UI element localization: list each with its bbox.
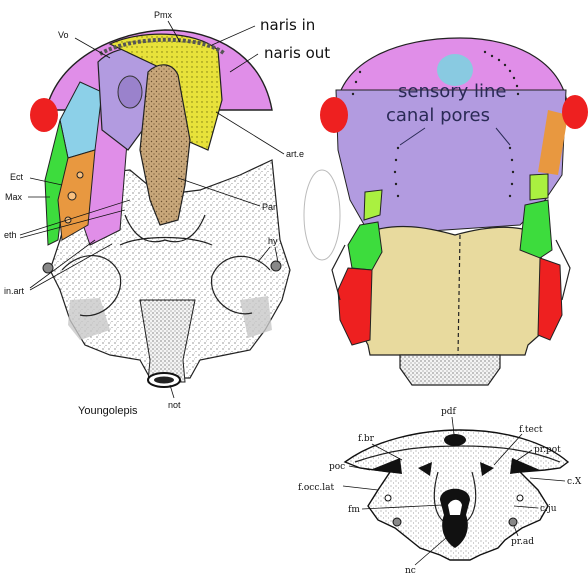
- red-lower-right: [537, 257, 563, 341]
- sensory-annotation: sensory line canal pores: [386, 81, 511, 146]
- label-pmx: Pmx: [154, 10, 173, 20]
- label-pr-ad: pr.ad: [511, 537, 534, 547]
- label-vo: Vo: [58, 30, 69, 40]
- posterior-shield-khaki: [359, 225, 546, 356]
- naris-annotations: naris in naris out: [211, 16, 330, 73]
- label-pr-pot: pr.pot: [534, 445, 561, 455]
- naris-in-label: naris in: [260, 16, 315, 34]
- label-eth: eth: [4, 230, 17, 240]
- sensory-line-text-1: sensory line: [398, 81, 507, 102]
- maxilla-green: [44, 119, 69, 246]
- label-hy: hy: [268, 236, 278, 246]
- label-c-x: c.X: [567, 477, 582, 487]
- label-art-e: art.e: [286, 149, 304, 159]
- light-green-right: [529, 173, 549, 201]
- left-labels: Pmx Vo Ect Max eth in.art art.e Par hy n…: [4, 10, 304, 417]
- left-skull: [30, 29, 291, 388]
- label-par: Par: [262, 202, 276, 212]
- label-c-ju: c.ju: [540, 504, 557, 514]
- occipital-view: [343, 429, 570, 561]
- premaxilla-yellow: [108, 33, 223, 151]
- red-lower-left: [337, 267, 373, 346]
- label-f-occ-lat: f.occ.lat: [298, 483, 334, 493]
- gray-patch-right: [240, 296, 272, 338]
- label-max: Max: [5, 192, 23, 202]
- pale-outline: [303, 169, 341, 261]
- dorsal-neck: [399, 354, 501, 386]
- label-not: not: [168, 400, 181, 410]
- red-marker-left: [30, 98, 58, 132]
- posterior-braincase: [139, 299, 196, 383]
- occipital-labels: pdf f.br f.tect pr.pot poc c.X f.occ.lat…: [298, 407, 582, 576]
- green-right: [519, 199, 553, 259]
- label-f-tect: f.tect: [519, 425, 543, 435]
- label-ect: Ect: [10, 172, 24, 182]
- naris-out-label: naris out: [264, 44, 330, 62]
- sensory-line-text-2: canal pores: [386, 105, 490, 126]
- right-skull: [303, 37, 588, 386]
- species-caption: Youngolepis: [78, 405, 138, 417]
- dorsal-fontanelle: [444, 434, 466, 446]
- label-in-art: in.art: [4, 286, 25, 296]
- red-marker-mid: [320, 97, 348, 133]
- label-fm: fm: [348, 505, 360, 515]
- label-nc: nc: [405, 566, 416, 576]
- pineal-cyan: [437, 54, 473, 86]
- parasphenoid-tan: [139, 64, 191, 226]
- gray-patch-left: [68, 298, 110, 340]
- dorsal-orange: [538, 110, 568, 175]
- label-pdf: pdf: [441, 407, 457, 417]
- foramen-magnum: [440, 488, 470, 548]
- red-marker-right: [562, 95, 588, 129]
- label-f-br: f.br: [358, 434, 375, 444]
- label-poc: poc: [329, 462, 345, 472]
- light-green-left: [363, 189, 383, 221]
- sensory-pores: [351, 50, 520, 198]
